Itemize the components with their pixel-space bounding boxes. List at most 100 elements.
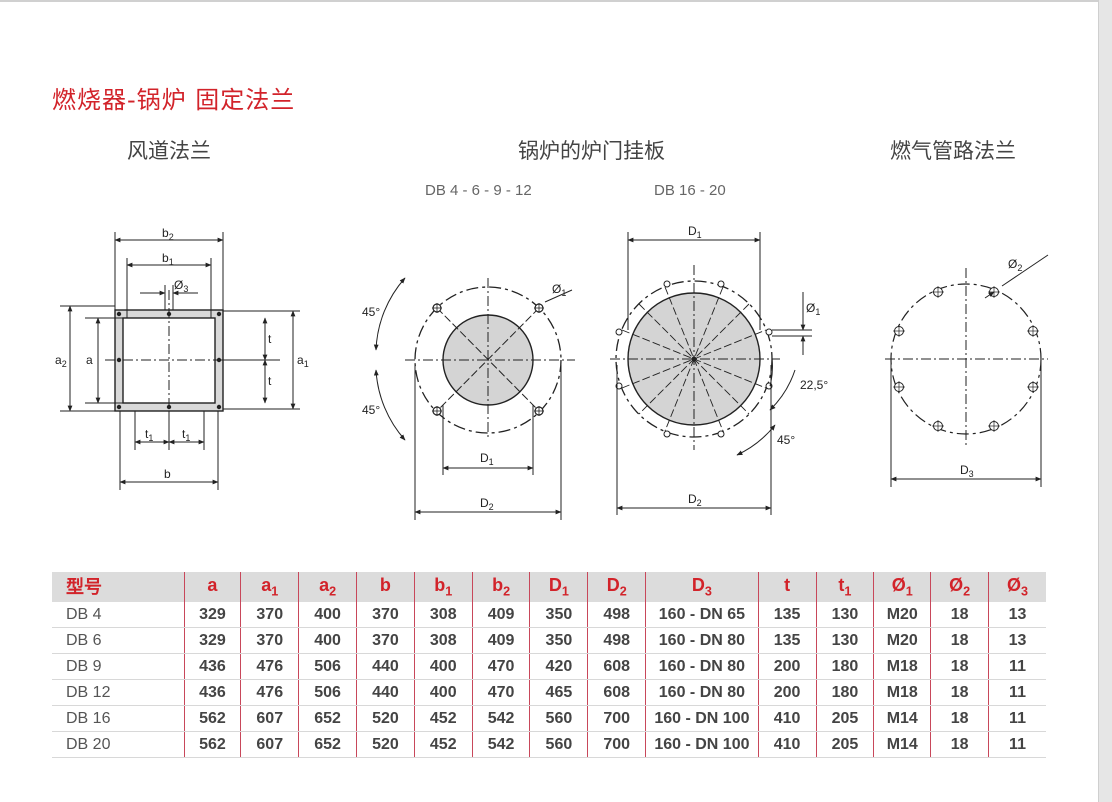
label-t-upper: t [268,332,272,346]
door-plate-large-drawing [610,232,812,515]
table-cell: 11 [988,705,1046,732]
table-cell: 18 [930,627,989,654]
table-cell: M20 [873,627,931,654]
table-cell: 440 [356,679,415,706]
table-cell: 135 [757,602,817,628]
table-cell: 160 - DN 100 [645,731,759,758]
label-o3: Ø3 [174,278,188,294]
table-cell: 370 [240,602,299,628]
table-cell: 400 [413,653,473,680]
table-cell: 498 [587,602,646,628]
table-cell: 562 [183,705,241,732]
table-cell: 370 [240,627,299,654]
table-cell: 308 [413,627,473,654]
label-d2-small: D2 [480,496,494,512]
table-cell: 160 - DN 65 [645,602,759,628]
technical-drawings: b2 b1 Ø3 a2 a a1 t t t1 t1 b [55,224,1049,520]
dimensions-table: 型号 a a1 a2 b b1 b2 D1 D2 D3 t t1 Ø1 Ø2 Ø… [52,572,1046,758]
label-o1-large: Ø1 [806,301,820,317]
header-b1: b1 [413,572,473,602]
table-cell: M14 [873,705,931,732]
header-a: a [183,572,241,602]
top-border [0,0,1098,2]
table-cell: 18 [930,731,989,758]
table-cell: 652 [298,731,357,758]
page-title: 燃烧器-锅炉 固定法兰 [52,86,296,114]
table-cell: 180 [815,653,874,680]
table-cell: 465 [529,679,588,706]
air-duct-flange-drawing [60,232,300,490]
label-angle-45-bottom: 45° [362,403,380,417]
table-cell: M18 [873,679,931,706]
cell-model: DB 12 [52,679,184,706]
table-cell: 350 [529,602,588,628]
table-cell: 11 [988,679,1046,706]
table-cell: 370 [356,627,415,654]
cell-model: DB 9 [52,653,184,680]
table-header-row: 型号 a a1 a2 b b1 b2 D1 D2 D3 t t1 Ø1 Ø2 Ø… [52,572,1046,602]
table-cell: 130 [815,627,874,654]
table-cell: 498 [587,627,646,654]
header-t1: t1 [815,572,874,602]
table-cell: 452 [413,705,473,732]
table-cell: 440 [356,653,415,680]
label-d1-small: D1 [480,451,494,467]
gas-pipe-flange-drawing [885,254,1049,487]
table-cell: 11 [988,653,1046,680]
table-cell: M14 [873,731,931,758]
table-cell: 18 [930,602,989,628]
table-cell: 410 [757,731,817,758]
cell-model: DB 20 [52,731,184,758]
label-b2: b2 [162,226,174,242]
table-cell: 409 [471,627,530,654]
table-cell: 180 [815,679,874,706]
header-t: t [757,572,817,602]
table-cell: 700 [587,705,646,732]
table-cell: 200 [757,653,817,680]
label-a1: a1 [297,353,309,369]
table-cell: 400 [298,602,357,628]
table-cell: 560 [529,705,588,732]
table-cell: 200 [757,679,817,706]
table-cell: 476 [240,679,299,706]
table-cell: 520 [356,731,415,758]
label-b1: b1 [162,251,174,267]
table-cell: 400 [298,627,357,654]
table-cell: 608 [587,679,646,706]
table-cell: 13 [988,627,1046,654]
header-d3: D3 [645,572,759,602]
table-cell: 18 [930,653,989,680]
table-cell: 409 [471,602,530,628]
table-cell: 400 [413,679,473,706]
section-title-boiler-door-plate: 锅炉的炉门挂板 [518,139,665,163]
door-plate-small-drawing [373,277,575,520]
table-cell: 476 [240,653,299,680]
table-cell: 308 [413,602,473,628]
table-cell: 436 [183,679,241,706]
header-o1: Ø1 [873,572,931,602]
header-b: b [356,572,415,602]
table-cell: 700 [587,731,646,758]
label-d1-large: D1 [688,224,702,240]
cell-model: DB 16 [52,705,184,732]
table-cell: 18 [930,679,989,706]
table-cell: 13 [988,602,1046,628]
table-cell: 652 [298,705,357,732]
cell-model: DB 6 [52,627,184,654]
table-cell: 160 - DN 80 [645,627,759,654]
table-cell: 506 [298,653,357,680]
table-cell: 160 - DN 100 [645,705,759,732]
header-b2: b2 [471,572,530,602]
table-cell: 329 [183,627,241,654]
table-cell: 470 [471,679,530,706]
table-cell: M20 [873,602,931,628]
label-angle-45-large: 45° [777,433,795,447]
table-cell: 542 [471,731,530,758]
label-a: a [86,353,93,367]
header-d2: D2 [587,572,646,602]
